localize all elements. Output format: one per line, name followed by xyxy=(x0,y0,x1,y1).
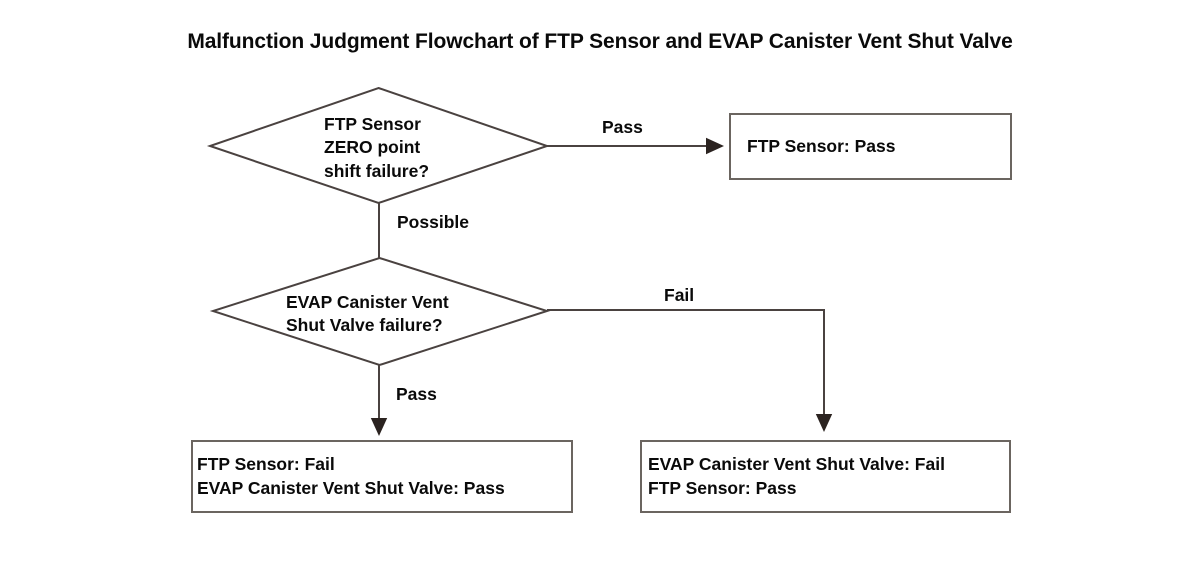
result-box-ftp-sensor-pass: FTP Sensor: Pass xyxy=(729,113,1012,180)
edge-label-possible: Possible xyxy=(397,212,469,232)
decision-diamond-2-label: EVAP Canister Vent Shut Valve failure? xyxy=(286,291,449,338)
edge-label-fail: Fail xyxy=(664,285,695,305)
result-right-line-2: FTP Sensor: Pass xyxy=(648,477,797,498)
decision2-line-2: Shut Valve failure? xyxy=(286,315,443,336)
result-left-line-2: EVAP Canister Vent Shut Valve: Pass xyxy=(197,477,505,498)
edge-label-pass-top: Pass xyxy=(602,117,643,137)
edge-label-pass-left: Pass xyxy=(396,384,437,404)
edge-decision2-to-right-result xyxy=(547,309,833,432)
decision1-line-2: ZERO point xyxy=(324,137,421,158)
result-ftp-pass-line-1: FTP Sensor: Pass xyxy=(747,135,896,156)
decision1-line-1: FTP Sensor xyxy=(324,114,421,134)
page-title: Malfunction Judgment Flowchart of FTP Se… xyxy=(187,30,1013,53)
result-left-line-1: FTP Sensor: Fail xyxy=(197,454,335,475)
result-right-line-1: EVAP Canister Vent Shut Valve: Fail xyxy=(648,454,945,475)
decision2-line-1: EVAP Canister Vent xyxy=(286,292,449,312)
result-box-ftp-fail-evap-pass: FTP Sensor: Fail EVAP Canister Vent Shut… xyxy=(191,440,573,513)
decision-diamond-1-label: FTP Sensor ZERO point shift failure? xyxy=(324,113,429,183)
result-box-evap-fail-ftp-pass: EVAP Canister Vent Shut Valve: Fail FTP … xyxy=(640,440,1011,513)
decision1-line-3: shift failure? xyxy=(324,160,430,181)
